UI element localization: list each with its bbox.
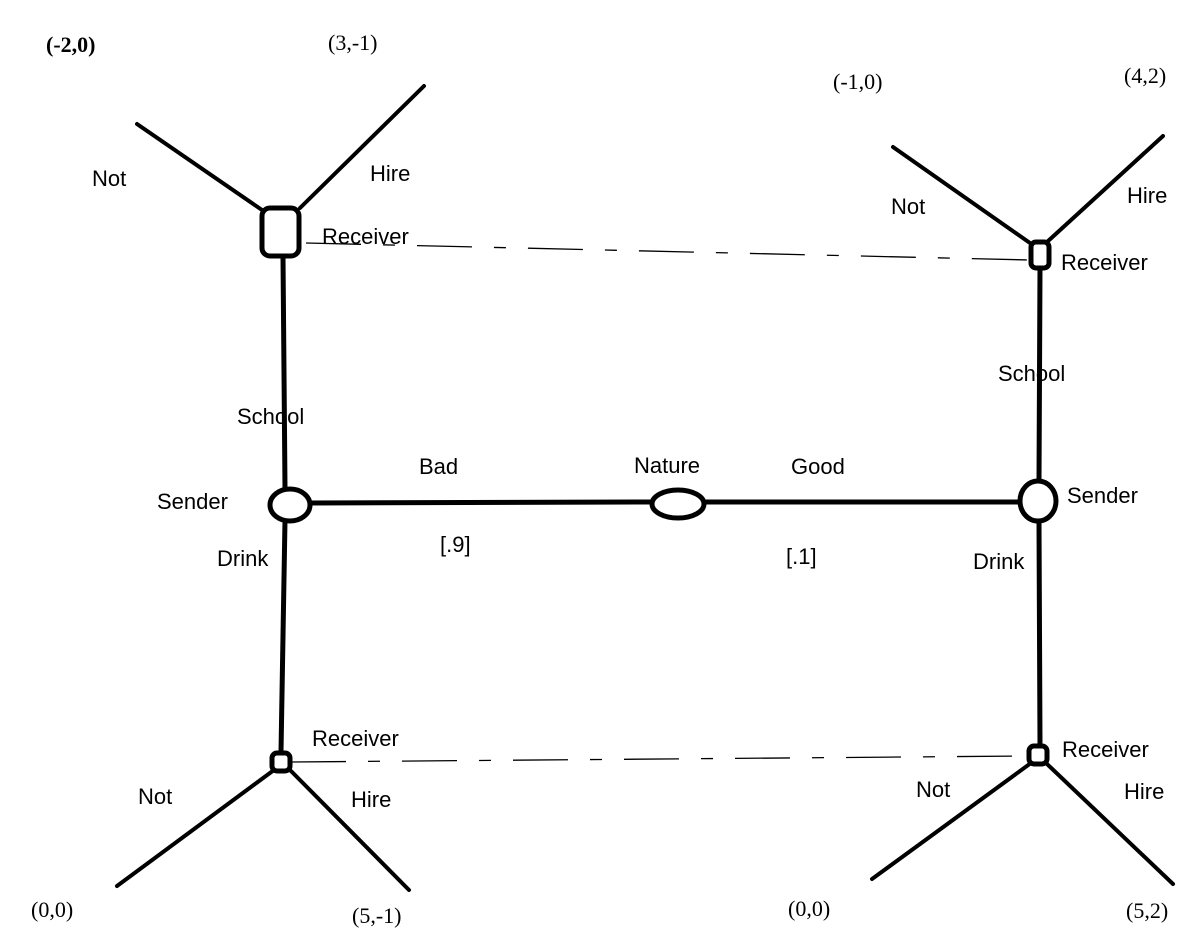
nature-node [649,487,707,521]
left-bottom-not-branch [115,768,276,888]
top-information-set [305,242,1031,261]
right-top-receiver-node [1028,239,1052,271]
left-drink-branch [278,517,288,755]
payoff-good-drink-hire: (5,2) [1126,898,1168,923]
left-bottom-hire-branch [289,769,411,892]
label-right-sender: Sender [1067,483,1138,508]
probability-good: [.1] [786,544,817,569]
payoff-good-drink-not: (0,0) [788,896,830,921]
label-left-top-hire: Hire [370,161,410,186]
label-right-bottom-receiver: Receiver [1062,737,1149,762]
right-drink-branch [1036,519,1043,748]
label-good: Good [791,454,845,479]
label-right-bottom-not: Not [916,777,950,802]
bottom-information-set [290,755,1029,763]
left-top-receiver-node [259,205,302,259]
label-right-top-receiver: Receiver [1061,250,1148,275]
label-right-top-hire: Hire [1127,183,1167,208]
left-top-hire-branch [298,84,426,210]
payoff-bad-school-not: (-2,0) [46,32,95,57]
right-bottom-not-branch [870,761,1033,881]
probability-bad: [.9] [440,532,471,557]
right-sender-node [1017,478,1059,524]
label-left-sender: Sender [157,489,228,514]
label-left-bottom-not: Not [138,784,172,809]
left-bottom-receiver-node [269,750,293,774]
right-top-hire-branch [1045,134,1165,244]
right-bottom-hire-branch [1044,761,1175,886]
label-left-top-receiver: Receiver [322,224,409,249]
left-school-branch [280,254,288,491]
label-nature: Nature [634,453,700,478]
label-left-top-not: Not [92,166,126,191]
label-left-bottom-receiver: Receiver [312,726,399,751]
label-left-bottom-hire: Hire [351,787,391,812]
label-right-top-not: Not [891,194,925,219]
right-school-branch [1036,265,1043,483]
label-right-bottom-hire: Hire [1124,779,1164,804]
left-top-not-branch [135,122,264,212]
label-right-school: School [998,361,1065,386]
payoff-bad-drink-not: (0,0) [31,897,73,922]
payoff-bad-school-hire: (3,-1) [328,30,377,55]
label-left-drink: Drink [217,546,269,571]
right-top-not-branch [891,145,1032,245]
bad-branch [307,499,653,506]
left-sender-node [267,486,313,524]
payoff-good-school-hire: (4,2) [1124,63,1166,88]
label-bad: Bad [419,454,458,479]
payoff-good-school-not: (-1,0) [833,69,882,94]
label-left-school: School [237,404,304,429]
right-bottom-receiver-node [1026,743,1050,767]
payoff-bad-drink-hire: (5,-1) [352,903,401,928]
label-right-drink: Drink [973,549,1025,574]
